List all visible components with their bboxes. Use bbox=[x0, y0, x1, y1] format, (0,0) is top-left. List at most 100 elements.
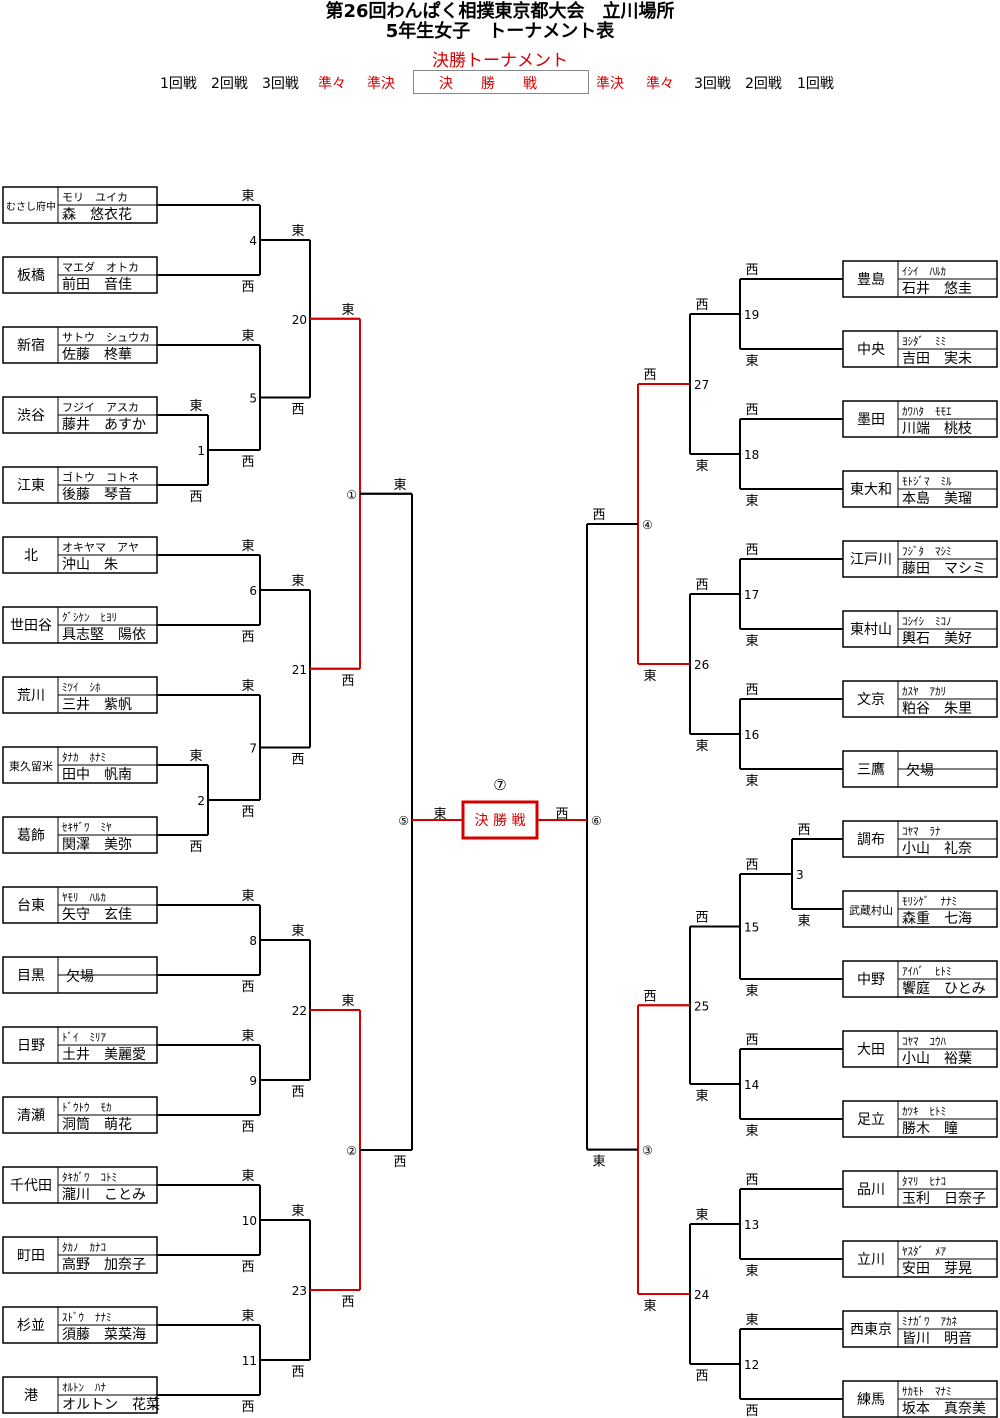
match-number: 23 bbox=[292, 1284, 307, 1298]
entry-name: 坂本 真奈美 bbox=[902, 1401, 986, 1417]
entry-name: 饗庭 ひとみ bbox=[902, 980, 986, 997]
entry-school: 杉並 bbox=[17, 1318, 45, 1334]
entry-kana: ｾｷｻﾞﾜ ﾐﾔ bbox=[62, 821, 112, 834]
entry-name: 土井 美麗愛 bbox=[62, 1047, 146, 1063]
entry-school: 中野 bbox=[857, 972, 885, 988]
entry-name: 粕谷 朱里 bbox=[902, 701, 972, 717]
final-round-header-box bbox=[413, 70, 589, 94]
corner-label: 西 bbox=[592, 508, 605, 523]
entry-school: 江戸川 bbox=[850, 552, 892, 568]
final-number: ⑦ bbox=[493, 776, 506, 794]
entry-school: 町田 bbox=[17, 1248, 45, 1264]
corner-label: 東 bbox=[745, 1312, 758, 1328]
entry-school: 荒川 bbox=[17, 688, 45, 704]
entry-kana: ｺﾔﾏ ﾗﾅ bbox=[902, 825, 941, 838]
final-label: 決 勝 戦 bbox=[475, 813, 526, 829]
round-label-l-sf: 準決 bbox=[367, 76, 395, 92]
entry-school: 新宿 bbox=[17, 337, 45, 354]
entry-kana: ﾔｽﾀﾞ ﾒｱ bbox=[902, 1245, 946, 1258]
entry-kana: ﾓﾄｼﾞﾏ ﾐﾙ bbox=[902, 475, 952, 488]
corner-label: 西 bbox=[241, 455, 254, 470]
entry-kana: ﾀﾅｶ ﾎﾅﾐ bbox=[62, 751, 106, 764]
corner-label: 西 bbox=[189, 840, 202, 855]
entry-kana: ﾀｶﾉ ｶﾅｺ bbox=[62, 1241, 106, 1254]
entry-kana: ﾖｼﾀﾞ ﾐﾐ bbox=[902, 335, 946, 348]
entry-school: 豊島 bbox=[857, 272, 885, 288]
entry-school: 三鷹 bbox=[857, 762, 885, 778]
match-number: 11 bbox=[242, 1354, 257, 1368]
round-label-r-sf: 準決 bbox=[596, 76, 624, 92]
corner-label: 西 bbox=[241, 805, 254, 820]
corner-label: 西 bbox=[695, 911, 708, 926]
match-number: 20 bbox=[292, 313, 307, 327]
entry-name: 三井 紫帆 bbox=[62, 697, 132, 713]
entry-school: 大田 bbox=[857, 1042, 885, 1058]
match-number: 7 bbox=[249, 742, 257, 756]
entry-name: 前田 音佳 bbox=[62, 276, 132, 293]
entry-name: 欠場 bbox=[906, 763, 934, 779]
final-east-label: 東 bbox=[433, 806, 446, 822]
corner-label: 西 bbox=[643, 368, 656, 383]
entry-name: 安田 芽晃 bbox=[902, 1261, 972, 1277]
match-number: 18 bbox=[744, 448, 759, 462]
round-label-r3: 3回戦 bbox=[694, 76, 731, 92]
entry-name: 勝木 瞳 bbox=[902, 1120, 958, 1137]
entry-name: 須藤 菜菜海 bbox=[62, 1327, 146, 1343]
corner-label: 西 bbox=[643, 989, 656, 1004]
corner-label: 東 bbox=[189, 748, 202, 764]
entry-name: 関澤 美弥 bbox=[62, 836, 132, 853]
entry-kana: ﾌｼﾞﾀ ﾏｼﾐ bbox=[902, 545, 952, 558]
section-title: 決勝トーナメント bbox=[432, 51, 568, 71]
match-number: 1 bbox=[197, 444, 205, 458]
entry-name: 石井 悠圭 bbox=[902, 281, 972, 297]
entry-name: 森重 七海 bbox=[902, 911, 972, 927]
page-title: 第26回わんぱく相撲東京都大会 立川場所 bbox=[325, 1, 675, 22]
entry-name: 吉田 実未 bbox=[902, 351, 972, 367]
entry-school: 武蔵村山 bbox=[849, 903, 893, 917]
corner-label: 西 bbox=[797, 823, 810, 838]
corner-label: 東 bbox=[241, 678, 254, 694]
corner-label: 東 bbox=[241, 328, 254, 344]
entry-name: 森 悠衣花 bbox=[62, 207, 132, 223]
entry-kana: ｺﾔﾏ ﾕｳﾊ bbox=[902, 1035, 946, 1048]
entry-kana: ﾀﾏﾘ ﾋﾅｺ bbox=[902, 1175, 946, 1188]
match-number: 9 bbox=[249, 1074, 257, 1088]
entry-name: 田中 帆南 bbox=[62, 767, 132, 783]
round-label-final: 決 勝 戦 bbox=[439, 76, 537, 92]
match-number: 22 bbox=[292, 1004, 307, 1018]
entry-school: むさし府中 bbox=[6, 200, 56, 213]
entry-kana: ﾀｷｶﾞﾜ ｺﾄﾐ bbox=[62, 1171, 117, 1184]
corner-label: 東 bbox=[291, 223, 304, 239]
match-number: 14 bbox=[744, 1078, 759, 1092]
entry-kana: ゴトウ コトネ bbox=[62, 470, 139, 484]
corner-label: 西 bbox=[341, 1295, 354, 1310]
match-number: 3 bbox=[796, 868, 804, 882]
entry-school: 日野 bbox=[17, 1038, 45, 1054]
corner-label: 東 bbox=[745, 353, 758, 369]
entry-kana: ﾓﾘｼｹﾞ ﾅﾅﾐ bbox=[902, 895, 957, 908]
entry-school: 足立 bbox=[857, 1112, 885, 1128]
corner-label: 西 bbox=[695, 298, 708, 313]
entry-school: 品川 bbox=[857, 1182, 885, 1198]
entry-kana: ﾔﾓﾘ ﾊﾙｶ bbox=[62, 891, 106, 904]
corner-label: 東 bbox=[745, 1123, 758, 1139]
match-number: 27 bbox=[694, 378, 709, 392]
entry-school: 目黒 bbox=[17, 968, 45, 984]
corner-label: 東 bbox=[643, 668, 656, 684]
match-number: 4 bbox=[249, 234, 257, 248]
corner-label: 西 bbox=[291, 1085, 304, 1100]
corner-label: 西 bbox=[291, 403, 304, 418]
entry-name: 川端 桃枝 bbox=[902, 421, 972, 437]
corner-label: 西 bbox=[241, 280, 254, 295]
match-number: 12 bbox=[744, 1358, 759, 1372]
match-number: 21 bbox=[292, 663, 307, 677]
entry-name: 玉利 日奈子 bbox=[902, 1191, 986, 1207]
corner-label: 東 bbox=[241, 1168, 254, 1184]
entry-name: 矢守 玄佳 bbox=[62, 906, 132, 923]
corner-label: 東 bbox=[745, 493, 758, 509]
corner-label: 西 bbox=[745, 403, 758, 418]
corner-label: 西 bbox=[695, 578, 708, 593]
corner-label: 東 bbox=[745, 983, 758, 999]
match-number: ④ bbox=[642, 518, 653, 532]
round-label-r2: 2回戦 bbox=[745, 76, 782, 92]
